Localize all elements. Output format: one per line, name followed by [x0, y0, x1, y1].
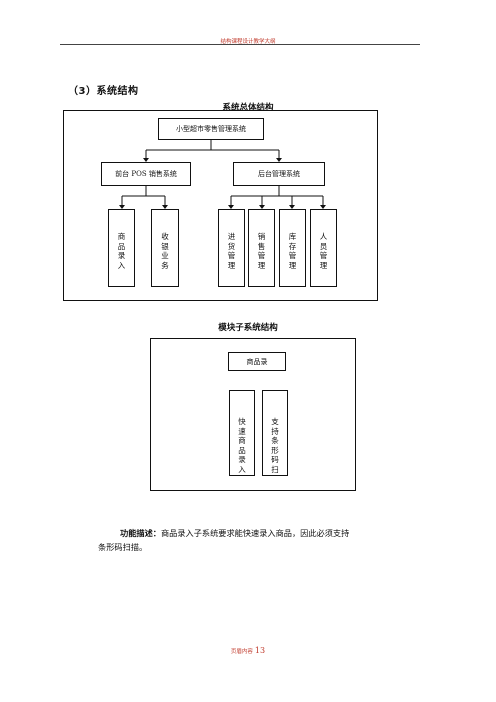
- section-heading: （3）系统结构: [68, 86, 139, 97]
- description-lead: 功能描述：: [120, 528, 161, 538]
- cashier-module: 收银业务: [151, 209, 179, 287]
- description-line1: 商品录入子系统要求能快速录入商品，因此必须支持: [160, 528, 350, 538]
- root-system-box: 小型超市零售管理系统: [158, 118, 264, 140]
- sales-management-module: 销售管理: [248, 209, 275, 287]
- product-entry-subsystem-box: 商品录: [228, 352, 286, 371]
- purchase-management-module: 进货管理: [218, 209, 245, 287]
- inventory-management-label: 库存管理: [288, 232, 297, 270]
- quick-entry-label: 快速商品录入: [238, 417, 246, 474]
- staff-management-module: 人员管理: [310, 209, 337, 287]
- product-entry-label: 商品录入: [117, 232, 126, 270]
- cashier-label: 收银业务: [161, 232, 169, 270]
- description-line2: 条形码扫描。: [98, 541, 148, 552]
- back-management-system-box: 后台管理系统: [233, 162, 325, 186]
- page-header: 结构课程设计教学大纲: [220, 39, 276, 45]
- barcode-scan-module: 支持条形码扫: [262, 390, 288, 476]
- footer-prefix: 页眉内容: [230, 649, 253, 655]
- header-rule: [60, 44, 420, 45]
- page-number: 13: [254, 646, 266, 655]
- quick-entry-module: 快速商品录入: [229, 390, 255, 476]
- purchase-management-label: 进货管理: [227, 232, 236, 270]
- front-pos-system-box: 前台 POS 销售系统: [101, 162, 191, 186]
- module-diagram-caption: 模块子系统结构: [218, 323, 278, 333]
- barcode-scan-label: 支持条形码扫: [271, 417, 279, 474]
- inventory-management-module: 库存管理: [279, 209, 306, 287]
- function-description: 功能描述：商品录入子系统要求能快速录入商品，因此必须支持 条形码扫描。: [98, 527, 425, 554]
- product-entry-module: 商品录入: [108, 209, 135, 287]
- overall-diagram-caption: 系统总体结构: [222, 103, 274, 113]
- sales-management-label: 销售管理: [257, 232, 266, 270]
- staff-management-label: 人员管理: [319, 232, 328, 270]
